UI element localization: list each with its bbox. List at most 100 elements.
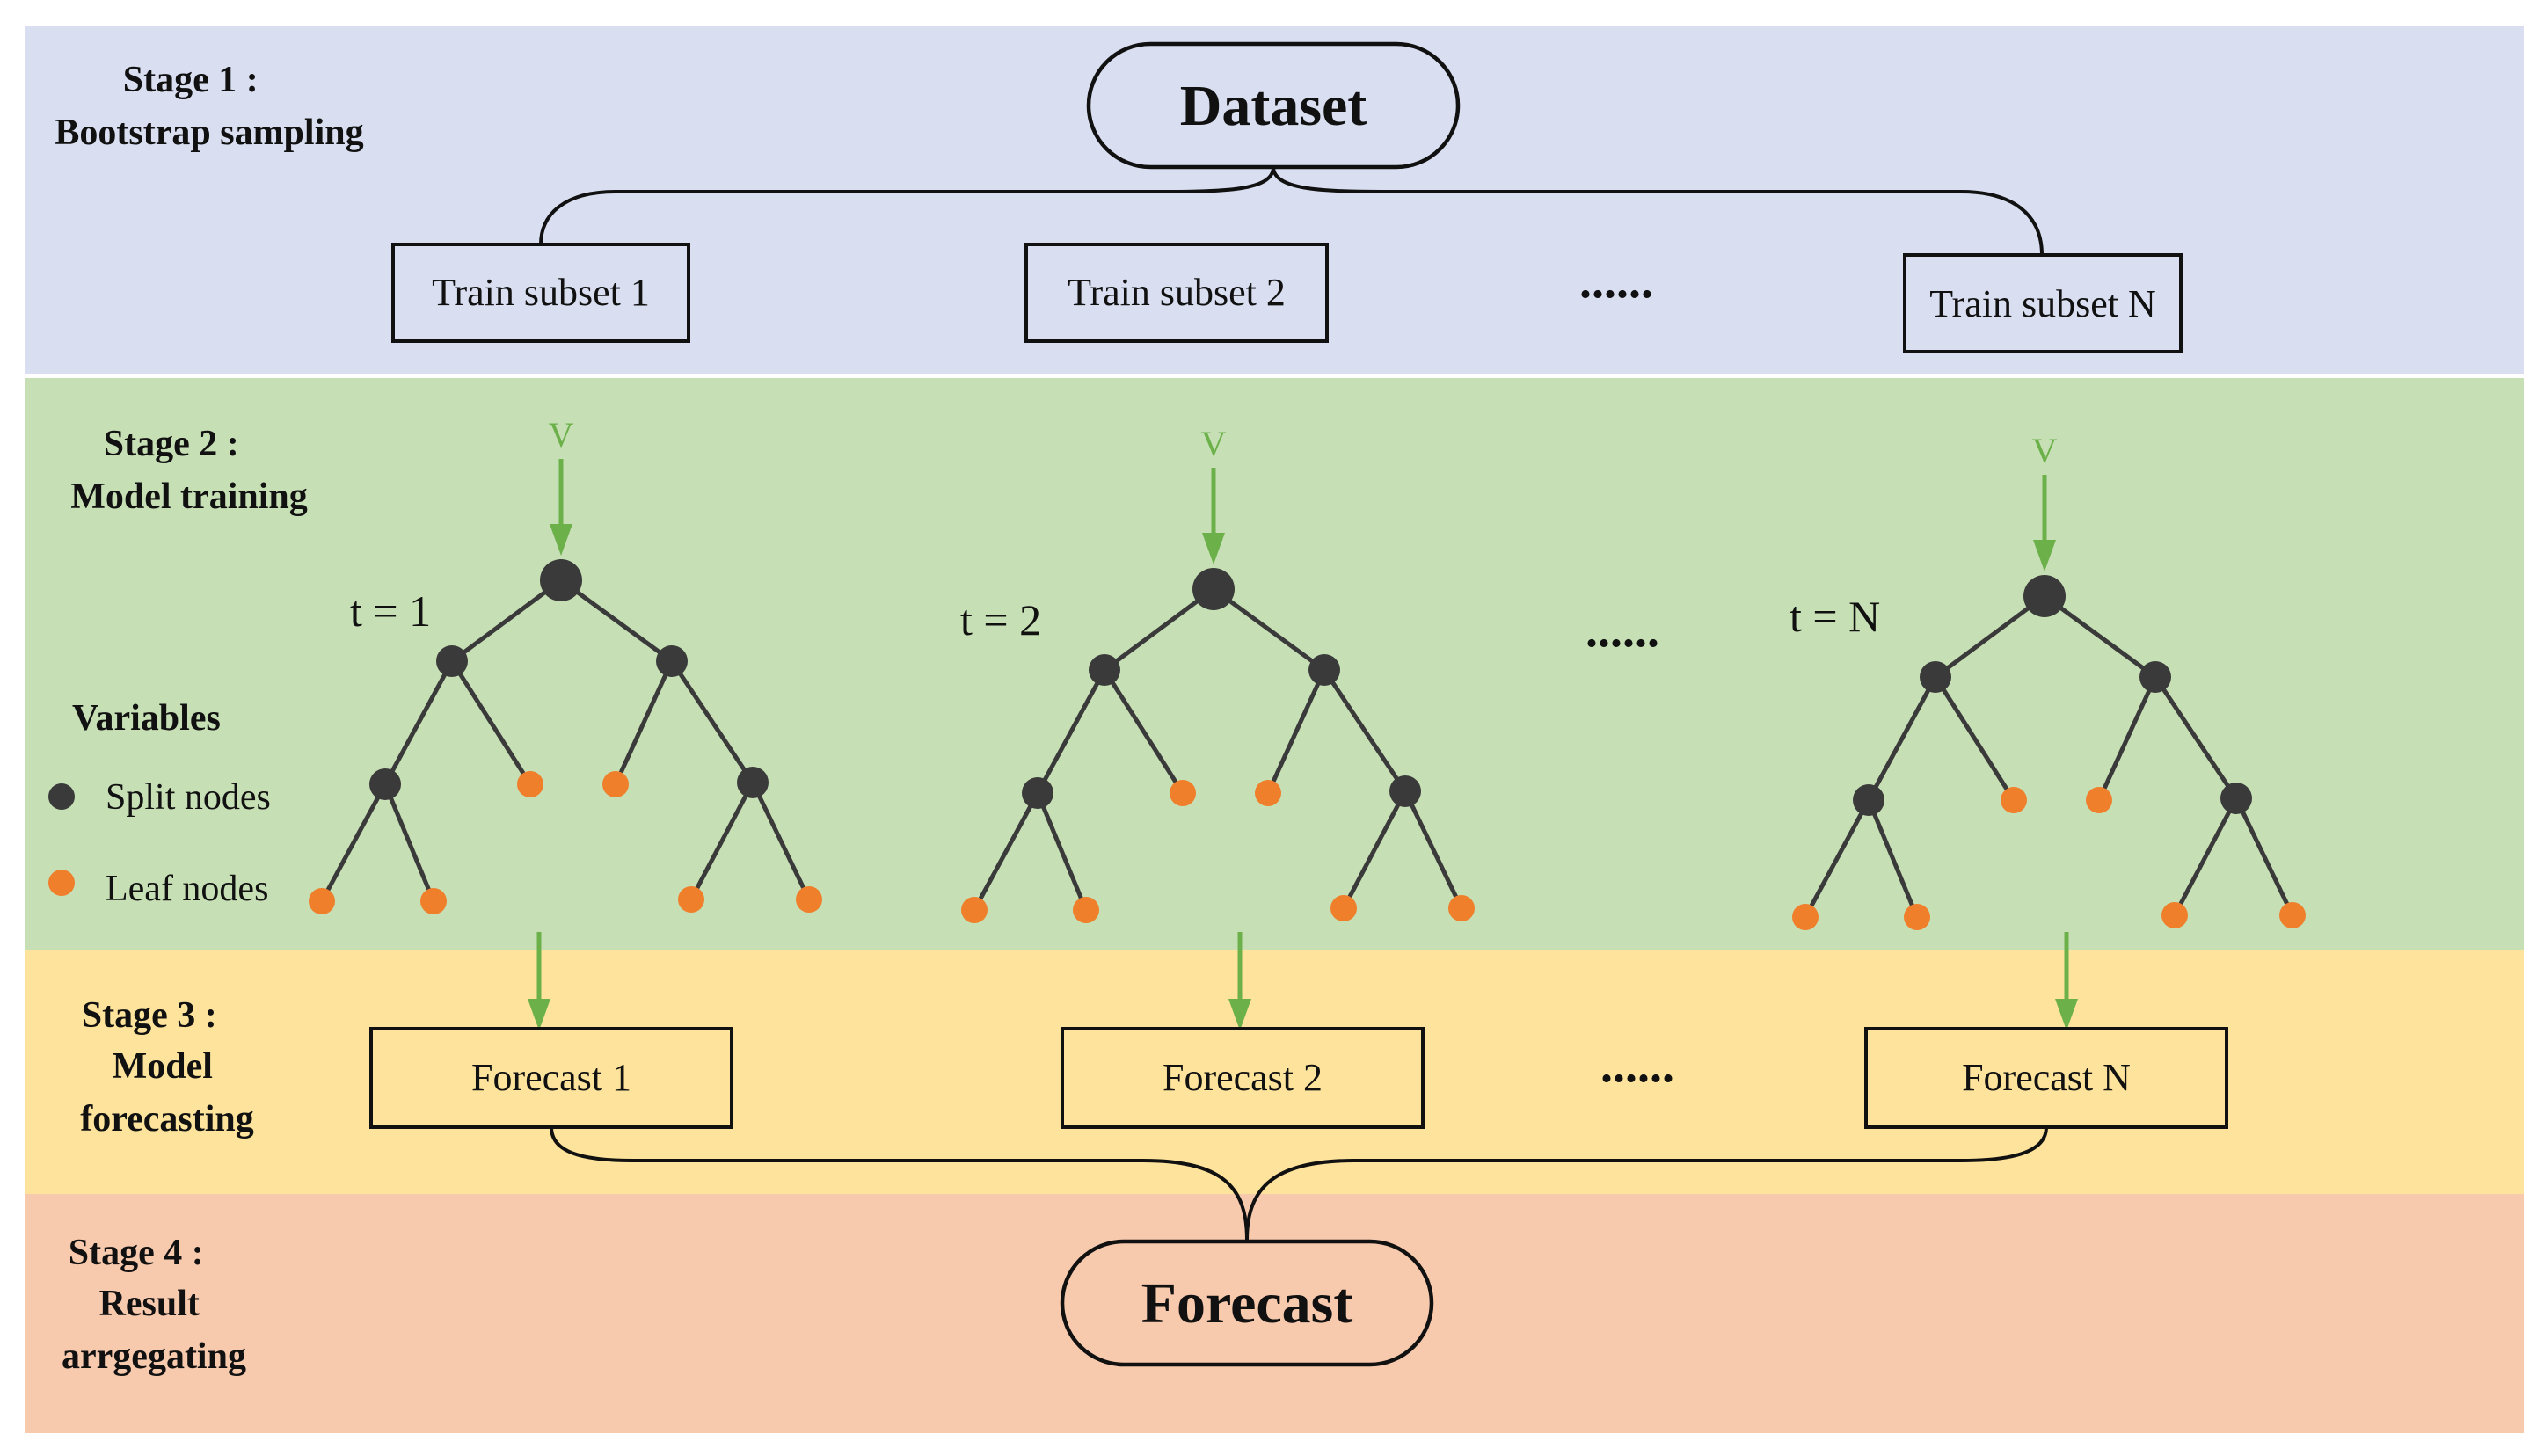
split-node [1308,654,1340,686]
tree-1-t-label: t = 1 [350,586,431,636]
stage3-label-line2: Model [113,1046,213,1087]
split-node [1920,661,1951,693]
leaf-node [1255,780,1281,806]
tree-edge [1265,668,1327,795]
stage3-label: Stage 3 : Model forecasting [80,995,254,1139]
train-subset-ellipsis: ...... [1579,254,1653,309]
forecast-merge-connector-left [550,1126,1249,1241]
tree-n-to-forecast-arrowhead [2055,999,2078,1030]
tree-1-to-forecast-arrowhead [528,999,550,1030]
forecast-2-box [1061,1027,1425,1129]
tree-edge [669,659,755,784]
tree-edge [689,781,755,901]
decision-tree-1: V t = 1 [309,415,822,914]
stage1-label-line2: Bootstrap sampling [55,113,363,153]
legend-title: Variables [72,698,221,739]
leaf-node [1792,904,1819,930]
tree-edge [449,659,533,786]
stage1-label-line1: Stage 1 : [123,60,259,100]
legend-leaf-swatch [48,870,75,896]
tree-edge [2172,797,2239,917]
tree-edge [613,659,674,786]
stage3-label-line1: Stage 3 : [82,995,217,1036]
tree-n-input-label: V [2032,431,2058,470]
split-node [2220,783,2252,814]
leaf-node [1073,897,1099,923]
tree-edge [559,578,674,664]
final-forecast-node [1060,1239,1434,1367]
split-node [737,767,769,798]
leaf-node [1904,904,1930,930]
tree-edge [383,783,436,902]
legend-split-swatch [48,783,75,810]
stage2-label-line1: Stage 2 : [104,424,239,464]
stage4-label-line2: Result [99,1284,200,1324]
tree-edge [319,783,388,903]
leaf-node [517,771,543,797]
tree-edge [1322,668,1408,793]
train-subset-1-label: Train subset 1 [432,271,650,314]
dataset-split-connector-right [1272,166,2044,256]
train-subset-n-box [1903,253,2183,353]
leaf-node [2279,902,2306,928]
split-node [369,768,401,800]
leaf-node [1170,780,1196,806]
stage2-label-line2: Model training [70,477,308,517]
dataset-label: Dataset [1180,74,1367,138]
stage4-band [25,1194,2524,1433]
split-node [2023,575,2066,617]
tree-edge [1212,586,1326,673]
split-node [1089,654,1120,686]
tree-2-input-label: V [1201,424,1227,463]
split-node [436,645,468,677]
stage1-band [25,26,2524,374]
legend-leaf-label: Leaf nodes [106,869,268,909]
forecast-ellipsis: ...... [1600,1038,1674,1093]
stage3-label-line3: forecasting [80,1099,254,1139]
tree-2-input-arrowhead [1202,533,1225,564]
leaf-node [2086,787,2112,813]
tree-edge [450,578,563,664]
tree-edge [383,659,455,786]
stage3-band [25,950,2524,1194]
leaf-node [1448,895,1475,921]
tree-edge [1866,799,1920,918]
tree-edge [1866,675,1938,802]
split-node [2139,661,2171,693]
leaf-node [2161,902,2188,928]
train-subset-2-box [1024,243,1329,343]
tree-edge [2234,797,2295,917]
leaf-node [678,886,704,913]
train-subset-2-label: Train subset 2 [1068,271,1286,314]
tree-edge [1035,668,1107,795]
tree-edge [1103,586,1215,673]
leaf-node [961,897,988,923]
forecast-n-label: Forecast N [1962,1056,2131,1099]
legend-split-label: Split nodes [106,777,271,818]
dataset-split-connector [539,166,1275,245]
tree-ellipsis: ...... [1585,603,1659,658]
forecast-2-label: Forecast 2 [1163,1056,1323,1099]
train-subset-n-label: Train subset N [1929,282,2156,325]
split-node [1389,775,1421,807]
split-node [540,559,582,601]
tree-edge [1933,675,2016,802]
leaf-node [309,888,335,914]
tree-2-t-label: t = 2 [960,595,1041,644]
split-node [1192,568,1235,610]
split-node [1853,784,1884,816]
stage4-label-line3: arrgegating [62,1336,246,1377]
split-node [656,645,688,677]
decision-tree-n: V t = N [1790,431,2306,930]
tree-1-input-arrowhead [550,524,572,556]
stage4-label: Stage 4 : Result arrgegating [62,1233,246,1377]
stage2-label: Stage 2 : Model training [70,424,308,517]
tree-n-input-arrowhead [2033,540,2056,571]
stage1-label: Stage 1 : Bootstrap sampling [55,60,363,153]
tree-edge [2043,593,2157,680]
leaf-node [602,771,629,797]
tree-edge [1803,798,1871,919]
train-subset-1-box [391,243,690,343]
tree-edge [2153,675,2239,800]
